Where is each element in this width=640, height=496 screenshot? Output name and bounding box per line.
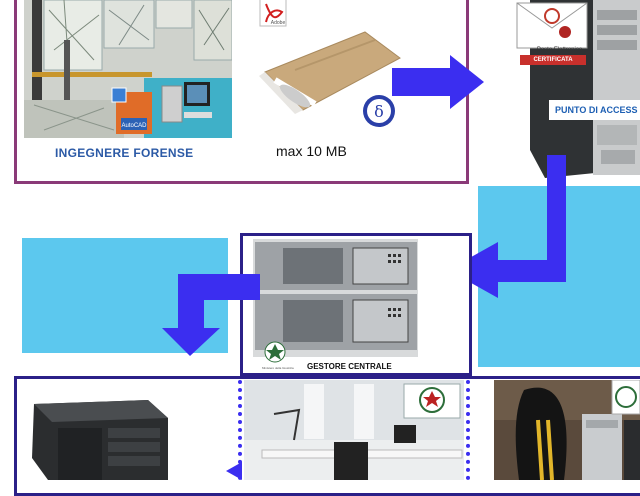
gestore-emblem-caption: Ministero della Giustizia — [262, 366, 294, 370]
office-desk-photo — [244, 380, 464, 480]
dotted-divider-right — [466, 380, 470, 480]
pdf-label: Adobe — [271, 20, 286, 26]
court-photo — [494, 380, 640, 480]
arrow-right-top — [392, 55, 484, 109]
arrow-left-small — [226, 462, 242, 480]
gestore-label: GESTORE CENTRALE — [307, 362, 392, 371]
server-tower-icon — [32, 400, 168, 480]
access-point-computer — [515, 0, 640, 180]
padded-envelope-icon — [255, 30, 405, 115]
access-point-label: PUNTO DI ACCESS — [549, 100, 640, 120]
gestore-frame — [240, 233, 472, 376]
pec-certified-banner: CERTIFICATA — [520, 55, 586, 65]
dotted-divider-left — [238, 380, 242, 480]
delta-badge-icon: δ — [362, 94, 396, 128]
max-size-label: max 10 MB — [276, 143, 347, 159]
pdf-icon: Adobe — [258, 0, 290, 28]
engineer-desk-photo: AutoCAD — [24, 0, 232, 138]
arrow-left-down — [162, 274, 260, 356]
autocad-box-label: AutoCAD — [121, 123, 147, 129]
forense-label: INGEGNERE FORENSE — [55, 146, 194, 160]
pec-title: Posta Elettronica — [536, 47, 583, 53]
arrow-down-left — [448, 155, 566, 298]
svg-text:δ: δ — [374, 102, 384, 121]
